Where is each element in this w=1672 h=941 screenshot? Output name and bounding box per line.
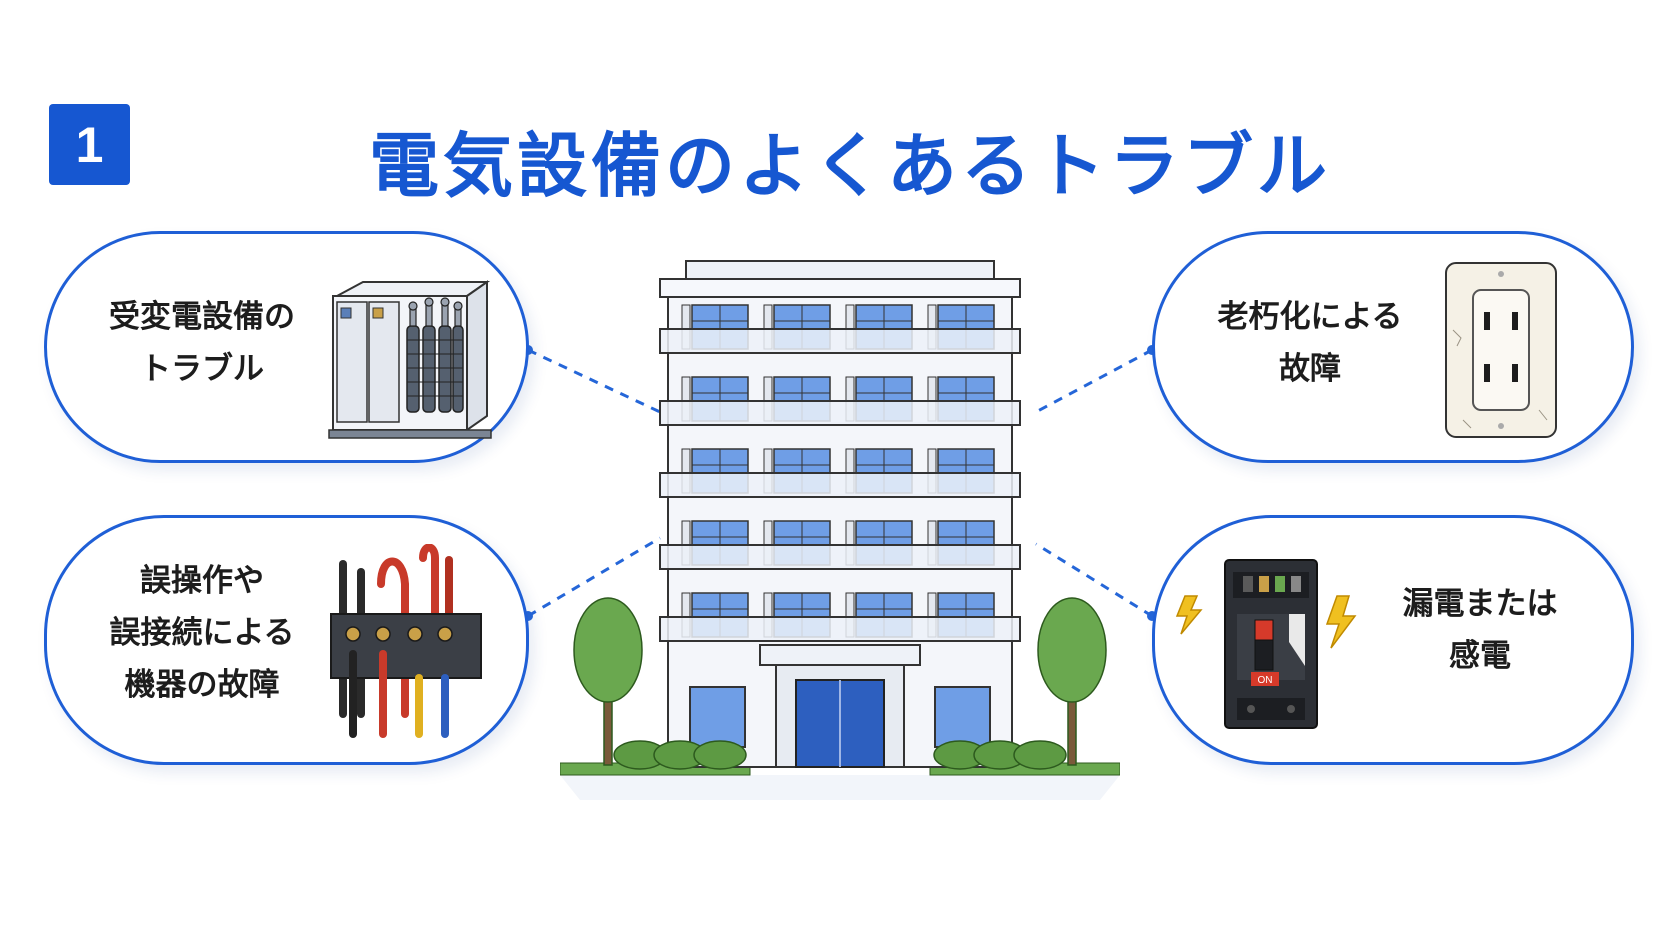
card-misoperation-trouble: 誤操作や 誤接続による 機器の故障 bbox=[44, 515, 529, 765]
card-text-line: トラブル bbox=[140, 351, 264, 387]
card-text-line: 感電 bbox=[1449, 638, 1511, 674]
wall-outlet-icon bbox=[1445, 262, 1557, 438]
substation-equipment-icon bbox=[328, 280, 492, 439]
connector-line-aging bbox=[1035, 348, 1153, 414]
breaker-on-label: ON bbox=[1258, 675, 1273, 686]
connector-line-leakage bbox=[1035, 542, 1153, 618]
card-text-line: 老朽化による bbox=[1217, 299, 1403, 335]
section-number-badge: 1 bbox=[49, 104, 130, 185]
card-substation-text: 受変電設備の トラブル bbox=[92, 291, 312, 395]
connector-line-substation bbox=[527, 348, 661, 414]
terminal-block-cables-icon bbox=[330, 544, 482, 738]
building-balcony bbox=[659, 400, 1021, 426]
section-number: 1 bbox=[75, 116, 104, 173]
apartment-building-icon bbox=[560, 260, 1120, 800]
card-text-line: 漏電または bbox=[1402, 586, 1558, 622]
card-text-line: 受変電設備の bbox=[109, 299, 295, 335]
connector-line-misoperation bbox=[527, 536, 661, 618]
card-text-line: 機器の故障 bbox=[124, 667, 280, 703]
card-leakage-shock: ON 漏電または 感電 bbox=[1152, 515, 1634, 765]
building-balcony bbox=[659, 616, 1021, 642]
card-text-line: 故障 bbox=[1279, 351, 1341, 387]
building-balcony bbox=[659, 544, 1021, 570]
card-misoperation-text: 誤操作や 誤接続による 機器の故障 bbox=[87, 555, 317, 711]
card-aging-failure: 老朽化による 故障 bbox=[1152, 231, 1634, 463]
circuit-breaker-icon: ON bbox=[1175, 559, 1357, 729]
building-balcony bbox=[659, 328, 1021, 354]
card-text-line: 誤操作や bbox=[140, 563, 264, 599]
card-substation-trouble: 受変電設備の トラブル bbox=[44, 231, 529, 463]
card-text-line: 誤接続による bbox=[109, 615, 295, 651]
card-aging-text: 老朽化による 故障 bbox=[1200, 291, 1420, 395]
card-leakage-text: 漏電または 感電 bbox=[1380, 578, 1580, 682]
page-title: 電気設備のよくあるトラブル bbox=[369, 125, 1331, 207]
building-balcony bbox=[659, 472, 1021, 498]
